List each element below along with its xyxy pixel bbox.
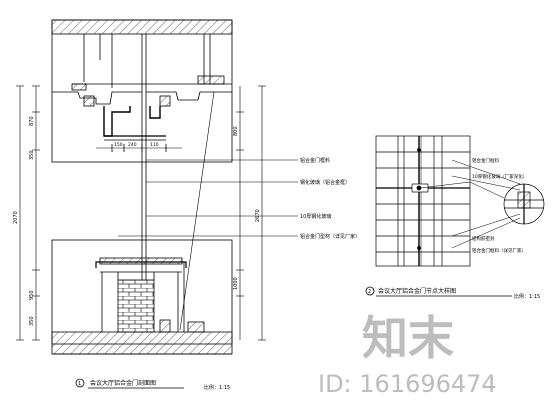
- dim-150: 150: [114, 142, 123, 148]
- dimension-labels: 870 350 2070 950 350 2670 800 1000 150 2…: [13, 116, 261, 326]
- dim-950: 950: [29, 290, 35, 300]
- watermark-logo: 知末: [362, 311, 454, 365]
- right-detail: [375, 135, 545, 267]
- right-title-index: 2: [368, 289, 371, 295]
- floor-slab: [51, 331, 233, 355]
- callout-1: 铝合金门框料: [300, 157, 330, 164]
- left-section: [51, 19, 298, 355]
- ceiling-slab: [51, 19, 233, 35]
- left-title-index: 1: [78, 381, 81, 387]
- r-callout-4: 铝合金门框料（详见厂家）: [472, 247, 526, 254]
- left-scale: 比例：1:15: [204, 384, 230, 391]
- dim-350: 350: [29, 150, 35, 160]
- detail-frame: [375, 135, 471, 267]
- dim-800: 800: [233, 126, 239, 136]
- dim-2670: 2670: [255, 209, 261, 222]
- watermark: 知末 ID: 161696474: [318, 311, 497, 398]
- dim-1000: 1000: [233, 277, 239, 290]
- watermark-id: ID: 161696474: [318, 370, 497, 398]
- left-callouts: 铝合金门框料 钢化玻璃（铝合金框） 10厚钢化玻璃 铝合金门型材（详见厂家）: [300, 157, 360, 240]
- right-title-block: 2 会议大厅铝合金门节点大样图 比例：1:15: [365, 286, 540, 300]
- r-callout-1: 铝合金门框料: [472, 157, 499, 164]
- callout-4: 铝合金门型材（详见厂家）: [300, 233, 360, 240]
- r-callout-3: 结构胶密封: [472, 235, 495, 242]
- dim-110: 110: [150, 142, 159, 148]
- r-callout-2: 10厚钢化玻璃（厂家深化）: [472, 173, 527, 180]
- left-dimensions: [16, 85, 266, 341]
- dim-870: 870: [29, 116, 35, 126]
- callout-3: 10厚钢化玻璃: [300, 213, 331, 220]
- brick-wall: [117, 279, 155, 333]
- left-title: 会议大厅铝合金门剖面图: [90, 379, 156, 387]
- right-title: 会议大厅铝合金门节点大样图: [378, 287, 456, 295]
- dim-350b: 350: [29, 316, 35, 326]
- callout-2: 钢化玻璃（铝合金框）: [300, 179, 350, 186]
- right-scale: 比例：1:15: [514, 293, 540, 300]
- right-callouts: 铝合金门框料 10厚钢化玻璃（厂家深化） 结构胶密封 铝合金门框料（详见厂家）: [472, 157, 527, 254]
- left-title-block: 1 会议大厅铝合金门剖面图 比例：1:15: [75, 378, 230, 391]
- dim-2070: 2070: [13, 211, 19, 224]
- dim-240: 240: [128, 142, 137, 148]
